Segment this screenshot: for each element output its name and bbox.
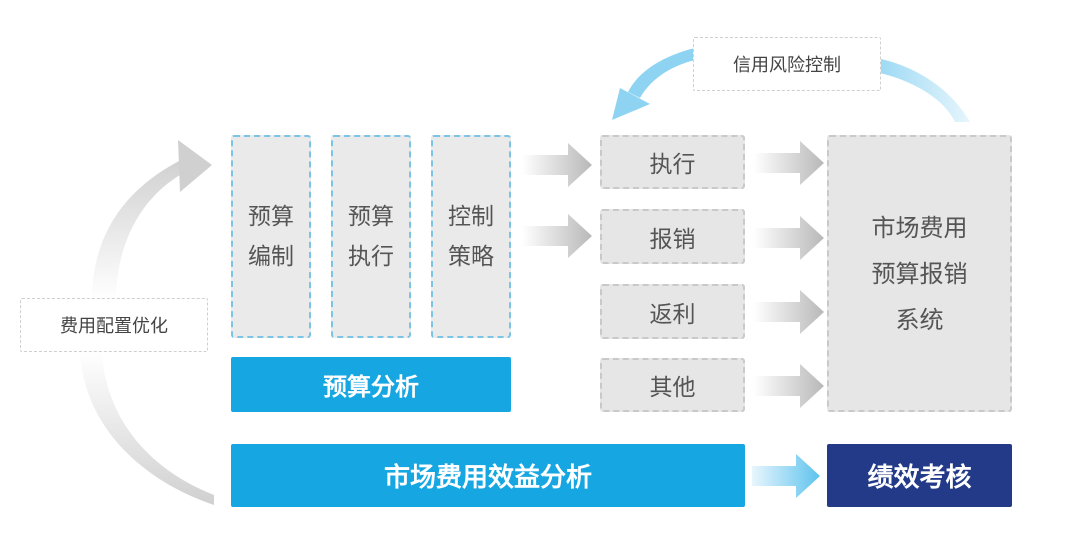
arrow-reimburse-to-system bbox=[754, 216, 824, 260]
arrow-efficiency-to-performance bbox=[752, 454, 820, 498]
activity-label: 其他 bbox=[649, 375, 696, 401]
arrow-other-to-system bbox=[754, 364, 824, 408]
budget-step-line1: 预算 bbox=[348, 203, 394, 230]
system-line2: 预算报销 bbox=[871, 259, 968, 288]
budget-step-box-strategy: 控制 策略 bbox=[431, 135, 511, 338]
system-line1: 市场费用 bbox=[871, 213, 968, 242]
budget-step-box-compile: 预算 编制 bbox=[231, 135, 311, 338]
left-curve-down-arrow bbox=[80, 352, 214, 505]
activity-label: 返利 bbox=[649, 301, 696, 328]
activity-label: 报销 bbox=[649, 226, 696, 253]
budget-step-line1: 预算 bbox=[248, 203, 294, 230]
activity-label: 执行 bbox=[649, 152, 696, 178]
cost-allocation-optimization-label: 费用配置优化 bbox=[20, 298, 208, 352]
system-line3: 系统 bbox=[895, 305, 944, 334]
credit-risk-curve-arrow bbox=[612, 48, 970, 122]
budget-analysis-bar: 预算分析 bbox=[231, 357, 511, 412]
arrow-execute-to-system bbox=[754, 141, 824, 185]
marketing-efficiency-analysis-bar: 市场费用效益分析 bbox=[231, 444, 745, 507]
arrow-rebate-to-system bbox=[754, 290, 824, 334]
left-curve-up-arrow bbox=[92, 140, 212, 300]
budget-step-box-execute: 预算 执行 bbox=[331, 135, 411, 338]
activity-box-rebate: 返利 bbox=[600, 284, 745, 339]
activity-box-execute: 执行 bbox=[600, 135, 745, 189]
activity-box-other: 其他 bbox=[600, 358, 745, 412]
budget-step-line2: 策略 bbox=[448, 243, 494, 270]
performance-assessment-bar: 绩效考核 bbox=[827, 444, 1012, 507]
activity-box-reimburse: 报销 bbox=[600, 209, 745, 264]
budget-step-line2: 编制 bbox=[248, 243, 294, 270]
credit-risk-control-label: 信用风险控制 bbox=[693, 37, 881, 91]
budget-analysis-text: 预算分析 bbox=[323, 373, 419, 401]
performance-assessment-text: 绩效考核 bbox=[867, 463, 972, 493]
budget-step-line2: 执行 bbox=[348, 243, 394, 270]
budget-step-line1: 控制 bbox=[448, 203, 494, 230]
arrow-budget-to-reimburse bbox=[522, 214, 592, 258]
cost-allocation-optimization-text: 费用配置优化 bbox=[60, 316, 168, 337]
credit-risk-control-text: 信用风险控制 bbox=[733, 55, 841, 76]
arrow-budget-to-execute bbox=[522, 143, 592, 187]
marketing-budget-reimbursement-system-box: 市场费用 预算报销 系统 bbox=[827, 135, 1012, 412]
marketing-efficiency-analysis-text: 市场费用效益分析 bbox=[383, 463, 592, 493]
